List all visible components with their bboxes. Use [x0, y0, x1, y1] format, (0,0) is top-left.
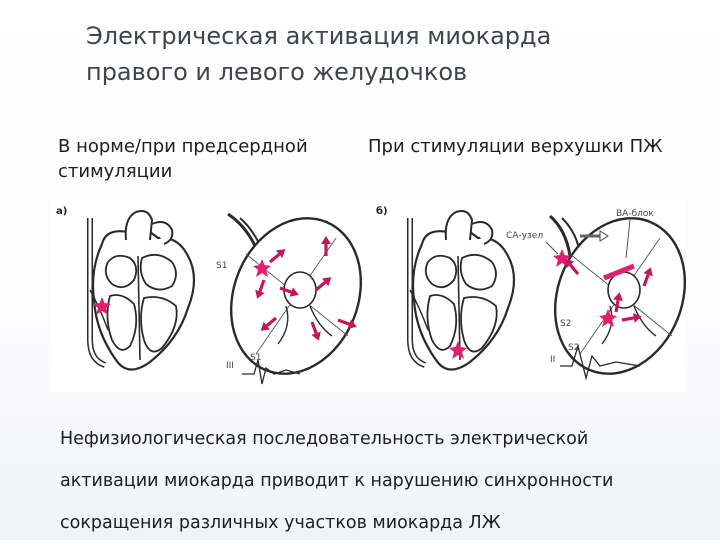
panel-b-va-block-label: ВА-блок [616, 209, 654, 219]
panel-a-heart [90, 211, 194, 370]
left-column-heading: В норме/при предсердной стимуляции [58, 136, 308, 182]
panel-b-sa-node-label: СА-узел [506, 231, 543, 241]
panel-a-ecg-trace [242, 359, 301, 385]
heart-activation-figure: а) S1 III S1 б) ВА-бло [50, 196, 686, 392]
panel-a-ecg-s1-label: S1 [250, 353, 261, 363]
slide-title: Электрическая активация миокарда правого… [86, 18, 646, 90]
panel-a-lead-label: III [226, 361, 234, 371]
title-line-2: правого и левого желудочков [86, 58, 468, 86]
panel-b-s2-label: S2 [560, 319, 571, 329]
heart-diagram-svg: а) S1 III S1 б) ВА-бло [56, 197, 686, 392]
conclusion-line-3: сокращения различных участков миокарда Л… [60, 513, 501, 533]
panel-b-heart [410, 211, 514, 370]
panel-b-ecg-trace [560, 343, 641, 381]
panel-b-ventricle-section [531, 197, 686, 392]
panel-b-ecg-s2-label: S2 [568, 343, 579, 353]
panel-b-lead-label: II [550, 355, 555, 365]
conclusion-text: Нефизиологическая последовательность эле… [60, 418, 690, 544]
panel-b-va-block-bar [603, 263, 635, 281]
title-line-1: Электрическая активация миокарда [86, 22, 552, 50]
conclusion-line-1: Нефизиологическая последовательность эле… [60, 429, 589, 449]
panel-b-tag: б) [376, 205, 388, 217]
panel-a-tag: а) [56, 206, 67, 217]
right-column-heading: При стимуляции верхушки ПЖ [368, 136, 663, 157]
panel-a-s1-label: S1 [216, 261, 227, 271]
conclusion-line-2: активации миокарда приводит к нарушению … [60, 471, 614, 491]
